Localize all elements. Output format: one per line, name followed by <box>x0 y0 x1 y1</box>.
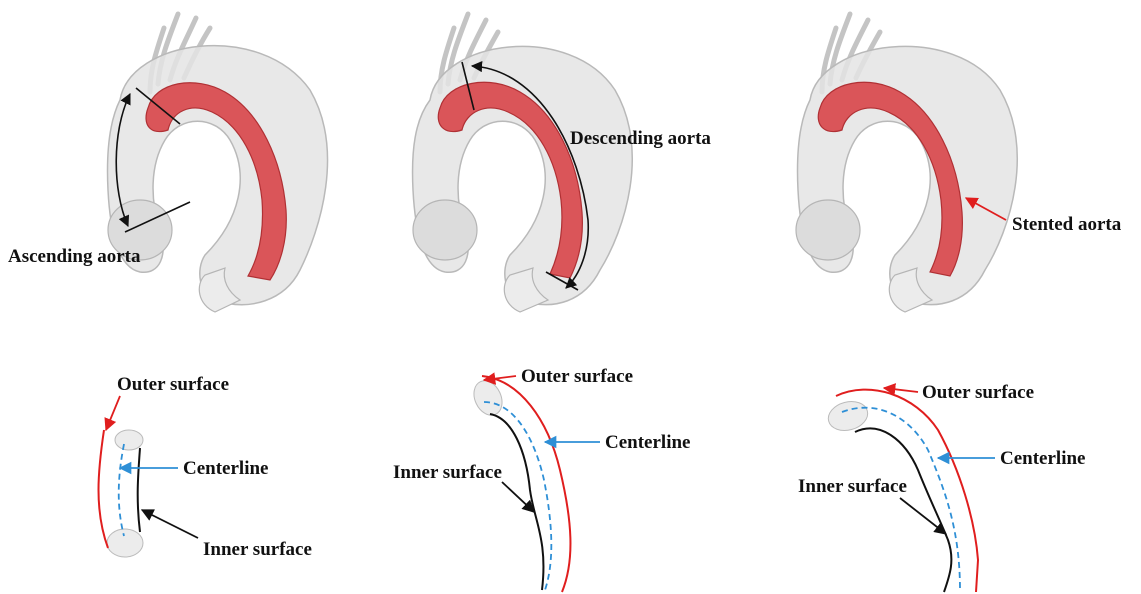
label-centerline-1: Centerline <box>183 458 268 479</box>
outer-surface-arrow-1 <box>106 396 120 430</box>
aorta-shell-3 <box>798 46 1018 304</box>
top-panel-descending: Descending aorta <box>413 14 712 312</box>
label-outer-surface-3: Outer surface <box>922 382 1034 403</box>
inner-surface-arrow-1 <box>142 510 198 538</box>
aorta-shell-1 <box>108 46 328 305</box>
label-inner-surface-3: Inner surface <box>798 476 907 497</box>
top-panel-stented: Stented aorta <box>796 14 1122 312</box>
label-inner-surface-2: Inner surface <box>393 462 502 483</box>
vessel-outlet-1 <box>107 529 143 557</box>
outer-surface-arrow-3 <box>884 388 918 392</box>
bottom-panel-3: Outer surface Centerline Inner surface <box>798 382 1085 592</box>
label-centerline-2: Centerline <box>605 432 690 453</box>
label-descending-aorta: Descending aorta <box>570 128 711 149</box>
aortic-root-3 <box>796 200 860 260</box>
label-stented-aorta: Stented aorta <box>1012 214 1122 235</box>
inner-surface-curve-2 <box>490 414 543 590</box>
inner-surface-curve-3 <box>855 428 951 592</box>
bottom-panel-1: Outer surface Centerline Inner surface <box>99 374 312 560</box>
inner-surface-curve-1 <box>138 448 140 532</box>
label-outer-surface-2: Outer surface <box>521 366 633 387</box>
label-outer-surface-1: Outer surface <box>117 374 229 395</box>
aortic-root-2 <box>413 200 477 260</box>
bottom-panel-2: Outer surface Centerline Inner surface <box>393 366 690 592</box>
label-centerline-3: Centerline <box>1000 448 1085 469</box>
outer-surface-curve-1 <box>99 430 109 548</box>
label-ascending-aorta: Ascending aorta <box>8 246 141 267</box>
centerline-curve-1 <box>119 444 124 536</box>
inner-surface-arrow-3 <box>900 498 946 534</box>
vessel-inlet-2 <box>469 376 508 420</box>
vessel-inlet-1 <box>115 430 143 450</box>
label-inner-surface-1: Inner surface <box>203 539 312 560</box>
top-panel-ascending: Ascending aorta <box>8 14 328 312</box>
